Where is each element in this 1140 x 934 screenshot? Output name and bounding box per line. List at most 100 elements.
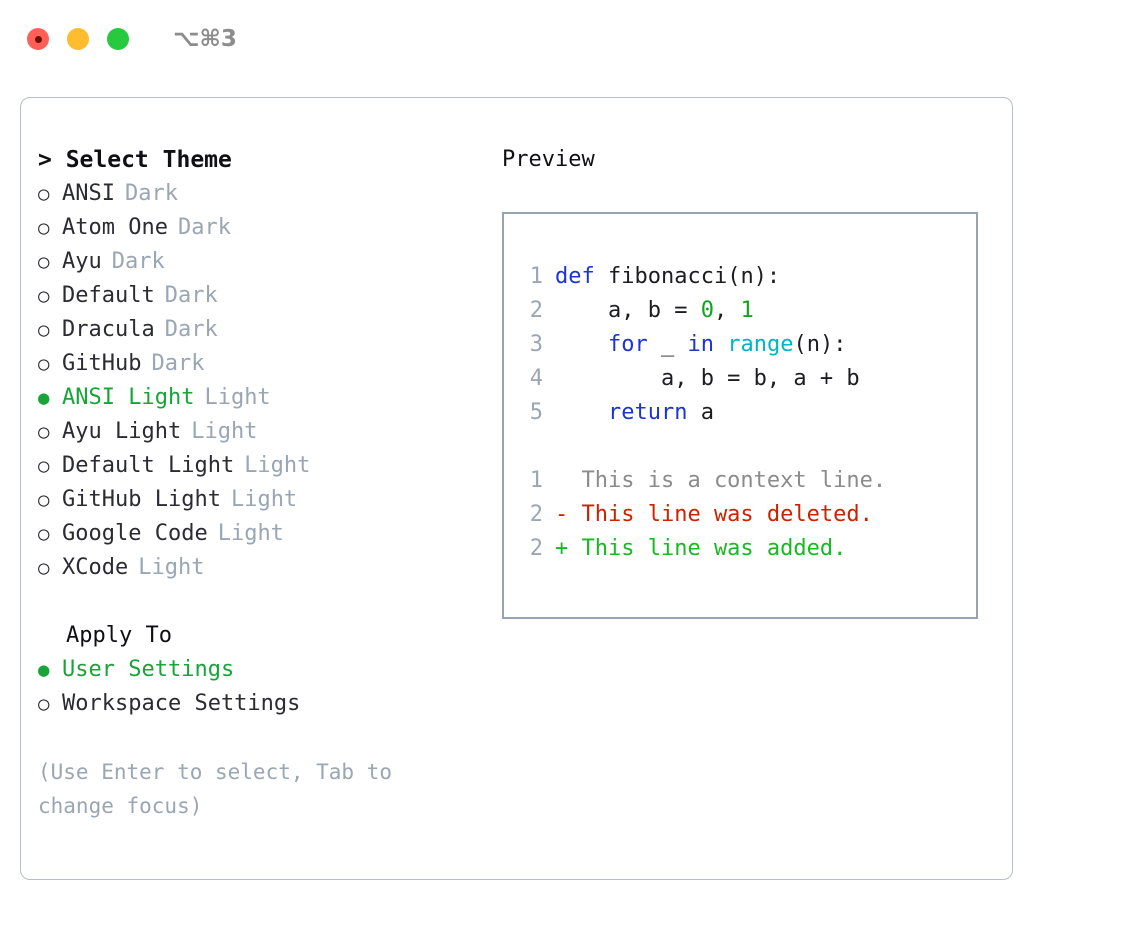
code-token-kw: def [555, 264, 595, 289]
line-number: 2 [529, 536, 543, 561]
theme-option-ayu[interactable]: ○ Ayu Dark [38, 245, 478, 279]
theme-option-ayu-light[interactable]: ○ Ayu Light Light [38, 415, 478, 449]
apply-to-option-workspace-settings[interactable]: ○ Workspace Settings [38, 687, 478, 721]
apply-to-option-user-settings[interactable]: ● User Settings [38, 653, 478, 687]
theme-variant-tag: Dark [177, 215, 231, 240]
theme-option-label: Ayu [62, 249, 102, 274]
apply-to-heading: Apply To [66, 623, 172, 648]
maximize-window-button[interactable] [107, 28, 129, 50]
radio-unselected-icon: ○ [38, 319, 50, 341]
line-number: 1 [529, 468, 543, 493]
radio-unselected-icon: ○ [38, 421, 50, 443]
radio-unselected-icon: ○ [38, 693, 50, 715]
diff-line-content: + This line was added. [555, 536, 847, 561]
theme-variant-tag: Light [217, 521, 284, 546]
theme-option-default[interactable]: ○ Default Dark [38, 279, 478, 313]
theme-variant-tag: Light [230, 487, 298, 512]
code-line: 3 for _ in range(n): [517, 328, 970, 362]
code-token-plain: , [713, 298, 741, 323]
apply-to-list[interactable]: ● User Settings ○ Workspace Settings [38, 653, 478, 721]
code-token-plain: fibonacci(n): [594, 264, 781, 289]
section-spacer [38, 585, 478, 619]
code-token-plain: (n): [793, 332, 847, 357]
code-line: 4 a, b = b, a + b [517, 362, 970, 396]
preview-heading: Preview [502, 147, 595, 172]
code-token-num: 1 [740, 298, 754, 323]
theme-option-label: Dracula [62, 317, 155, 342]
radio-unselected-icon: ○ [38, 353, 50, 375]
line-number: 1 [529, 264, 543, 289]
theme-option-label: ANSI Light [62, 385, 195, 410]
code-token-plain: a, b = b, a + b [555, 366, 860, 391]
code-line-content: a, b = b, a + b [555, 362, 860, 396]
line-number: 2 [529, 298, 543, 323]
radio-selected-icon: ● [38, 387, 50, 409]
theme-option-label: GitHub [62, 351, 142, 376]
code-token-plain: _ [647, 332, 688, 357]
radio-unselected-icon: ○ [38, 523, 50, 545]
code-line: 5 return a [517, 396, 970, 430]
radio-unselected-icon: ○ [38, 251, 50, 273]
code-line-content: def fibonacci(n): [555, 260, 780, 294]
theme-option-dracula[interactable]: ○ Dracula Dark [38, 313, 478, 347]
code-diff-spacer [517, 430, 970, 464]
code-token-num: 0 [700, 298, 714, 323]
theme-option-ansi-light[interactable]: ● ANSI Light Light [38, 381, 478, 415]
apply-to-option-label: User Settings [62, 657, 235, 682]
line-number: 4 [529, 366, 543, 391]
window-controls [27, 28, 129, 50]
theme-variant-tag: Light [204, 385, 271, 410]
close-window-button[interactable] [27, 28, 49, 50]
title-bar: ⌥⌘3 [0, 0, 1140, 78]
diff-block: 1 This is a context line. 2 - This line wa… [517, 464, 970, 566]
theme-option-xcode[interactable]: ○ XCode Light [38, 551, 478, 585]
code-token-kw: return [607, 400, 688, 425]
radio-unselected-icon: ○ [38, 183, 50, 205]
theme-variant-tag: Light [244, 453, 311, 478]
code-token-plain [555, 332, 608, 357]
code-token-plain [714, 332, 727, 357]
radio-unselected-icon: ○ [38, 217, 50, 239]
theme-variant-tag: Light [138, 555, 205, 580]
radio-unselected-icon: ○ [38, 489, 50, 511]
theme-variant-tag: Dark [164, 283, 218, 308]
apply-to-option-label: Workspace Settings [62, 691, 301, 716]
code-token-plain [555, 400, 608, 425]
theme-option-label: Default [62, 283, 155, 308]
theme-option-github-light[interactable]: ○ GitHub Light Light [38, 483, 478, 517]
code-token-plain: a, b = [555, 298, 701, 323]
theme-option-label: GitHub Light [62, 487, 221, 512]
keyboard-hint-text: (Use Enter to select, Tab to change focu… [38, 760, 405, 818]
radio-unselected-icon: ○ [38, 557, 50, 579]
line-number: 3 [529, 332, 543, 357]
radio-unselected-icon: ○ [38, 285, 50, 307]
theme-option-label: Ayu Light [62, 419, 182, 444]
theme-option-label: XCode [62, 555, 129, 580]
code-token-fn: range [727, 332, 794, 357]
radio-unselected-icon: ○ [38, 455, 50, 477]
diff-line-content: - This line was deleted. [555, 502, 873, 527]
line-number: 2 [529, 502, 543, 527]
minimize-window-button[interactable] [67, 28, 89, 50]
code-line: 2 a, b = 0, 1 [517, 294, 970, 328]
code-token-kw: in [687, 332, 714, 357]
code-token-plain: a [687, 400, 714, 425]
code-line-content: a, b = 0, 1 [555, 294, 754, 328]
diff-line-del: 2 - This line was deleted. [517, 498, 970, 532]
theme-variant-tag: Dark [124, 181, 178, 206]
theme-variant-tag: Light [191, 419, 258, 444]
theme-variant-tag: Dark [164, 317, 218, 342]
diff-line-ctx: 1 This is a context line. [517, 464, 970, 498]
theme-variant-tag: Dark [111, 249, 165, 274]
radio-selected-icon: ● [38, 659, 50, 681]
